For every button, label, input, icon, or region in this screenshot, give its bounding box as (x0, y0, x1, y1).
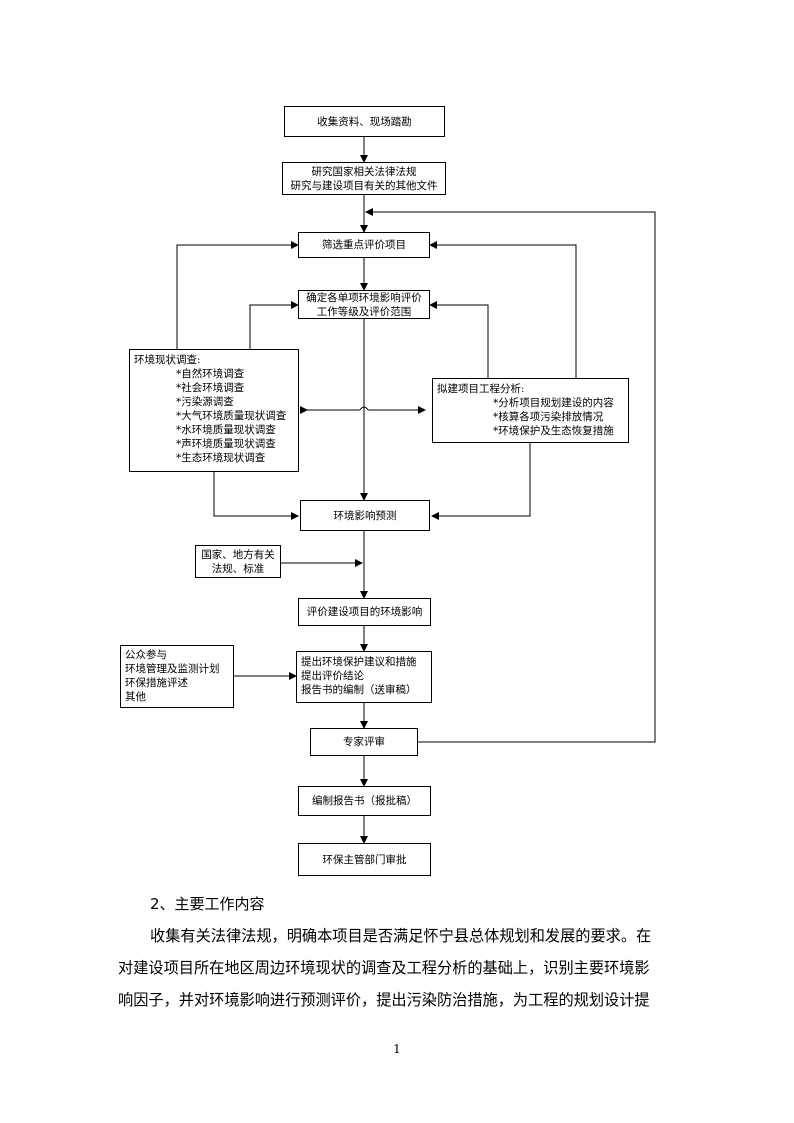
impact-prediction-text: 环境影响预测 (333, 509, 397, 522)
research-laws-box: 研究国家相关法律法规 研究与建设项目有关的其他文件 (282, 162, 446, 195)
expert-review-box: 专家评审 (310, 728, 418, 756)
public-item: 环保措施评述 (125, 677, 188, 689)
analysis-item: *核算各项污染排放情况 (493, 411, 604, 423)
survey-item: *水环境质量现状调查 (176, 424, 276, 436)
evaluate-impact-text: 评价建设项目的环境影响 (306, 606, 423, 618)
survey-item: *社会环境调查 (176, 382, 245, 394)
evaluate-impact-box: 评价建设项目的环境影响 (298, 598, 431, 626)
collect-data-text: 收集资料、现场踏勘 (317, 115, 412, 128)
survey-item: *声环境质量现状调查 (176, 438, 276, 450)
measures-item: 提出环境保护建议和措施 (301, 656, 417, 668)
laws-standards-box: 国家、地方有关 法规、标准 (195, 545, 281, 578)
measures-item: 报告书的编制（送审稿） (301, 684, 417, 696)
section-heading: 2、主要工作内容 (150, 895, 265, 913)
public-item: 环境管理及监测计划 (125, 663, 220, 675)
propose-measures-box: 提出环境保护建议和措施 提出评价结论 报告书的编制（送审稿） (296, 651, 432, 703)
compile-report-box: 编制报告书（报批稿） (298, 786, 431, 816)
research-laws-text-1: 研究国家相关法律法规 (311, 165, 417, 178)
survey-item: *自然环境调查 (176, 368, 245, 380)
paragraph-line: 收集有关法律法规，明确本项目是否满足怀宁县总体规划和发展的要求。在 (150, 927, 652, 945)
research-laws-text-2: 研究与建设项目有关的其他文件 (290, 179, 438, 192)
paragraph-line: 对建设项目所在地区周边环境现状的调查及工程分析的基础上，识别主要环境影 (118, 959, 650, 977)
paragraph-line: 响因子，并对环境影响进行预测评价，提出污染防治措施，为工程的规划设计提 (118, 991, 650, 1009)
analysis-item: *分析项目规划建设的内容 (493, 397, 614, 409)
compile-report-text: 编制报告书（报批稿） (312, 795, 417, 807)
screen-key-items-text: 筛选重点评价项目 (322, 239, 406, 251)
determine-grade-text-2: 工作等级及评价范围 (316, 305, 412, 318)
section-paragraph: 收集有关法律法规，明确本项目是否满足怀宁县总体规划和发展的要求。在 对建设项目所… (118, 920, 678, 1016)
measures-item: 提出评价结论 (301, 670, 364, 682)
survey-item: *大气环境质量现状调查 (176, 410, 287, 422)
collect-data-box: 收集资料、现场踏勘 (284, 106, 445, 137)
expert-review-text: 专家评审 (343, 736, 385, 748)
survey-item: *生态环境现状调查 (176, 452, 266, 464)
screen-key-items-box: 筛选重点评价项目 (298, 232, 430, 258)
project-analysis-box: 拟建项目工程分析: *分析项目规划建设的内容 *核算各项污染排放情况 *环境保护… (432, 378, 629, 443)
laws-standards-text-1: 国家、地方有关 (201, 548, 275, 561)
laws-standards-text-2: 法规、标准 (211, 562, 265, 575)
determine-grade-text-1: 确定各单项环境影响评价 (306, 291, 422, 304)
page-number: 1 (393, 1042, 401, 1056)
approval-text: 环保主管部门审批 (322, 853, 407, 866)
impact-prediction-box: 环境影响预测 (300, 500, 430, 531)
public-item: 公众参与 (125, 649, 167, 661)
determine-grade-box: 确定各单项环境影响评价 工作等级及评价范围 (298, 290, 430, 319)
project-analysis-title: 拟建项目工程分析: (437, 383, 525, 395)
environment-survey-title: 环境现状调查: (134, 354, 201, 366)
survey-item: *污染源调查 (176, 396, 234, 408)
public-participation-box: 公众参与 环境管理及监测计划 环保措施评述 其他 (120, 645, 234, 708)
approval-box: 环保主管部门审批 (298, 843, 431, 876)
public-item: 其他 (125, 691, 146, 703)
environment-survey-box: 环境现状调查: *自然环境调查 *社会环境调查 *污染源调查 *大气环境质量现状… (129, 349, 299, 472)
analysis-item: *环境保护及生态恢复措施 (493, 425, 614, 437)
